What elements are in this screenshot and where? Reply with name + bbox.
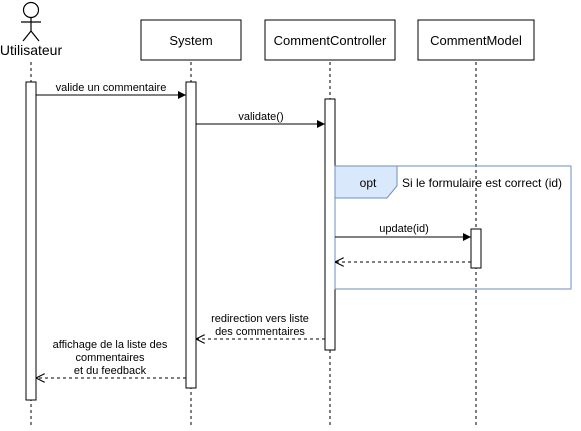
message-affichage: affichage de la liste des commentaires e…: [36, 339, 186, 378]
participant-comment-controller-label: CommentController: [274, 33, 387, 48]
actor-stick-figure-icon: [21, 1, 41, 42]
message-valide-commentaire: valide un commentaire: [36, 82, 186, 99]
actor-activation-bar: [25, 81, 37, 401]
opt-fragment-frame: [334, 165, 572, 290]
opt-fragment: opt Si le formulaire est correct (id): [334, 165, 572, 290]
participant-system-label: System: [169, 33, 212, 48]
message-affichage-label-line3: et du feedback: [74, 365, 147, 377]
message-update: update(id): [335, 223, 471, 241]
opt-fragment-guard: Si le formulaire est correct (id): [402, 176, 562, 190]
participant-comment-model-label: CommentModel: [430, 33, 522, 48]
message-redirection: redirection vers liste des commentaires: [196, 313, 325, 339]
participant-comment-model: CommentModel: [417, 19, 535, 61]
system-activation-bar: [185, 81, 197, 389]
message-validate: validate(): [196, 111, 325, 128]
message-valide-commentaire-label: valide un commentaire: [56, 82, 167, 94]
controller-activation-bar: [324, 98, 336, 351]
message-update-label: update(id): [379, 223, 429, 235]
participant-system: System: [140, 19, 242, 61]
opt-fragment-tab: [334, 165, 398, 199]
model-activation-bar: [470, 228, 482, 269]
participant-comment-controller: CommentController: [264, 19, 396, 61]
message-redirection-label-line2: des commentaires: [215, 326, 305, 338]
message-redirection-label-line1: redirection vers liste: [211, 313, 309, 325]
message-affichage-label-line1: affichage de la liste des: [53, 339, 168, 351]
opt-fragment-operator: opt: [360, 176, 377, 190]
actor-label: Utilisateur: [0, 42, 62, 58]
message-affichage-label-line2: commentaires: [75, 352, 145, 364]
message-validate-label: validate(): [238, 111, 283, 123]
